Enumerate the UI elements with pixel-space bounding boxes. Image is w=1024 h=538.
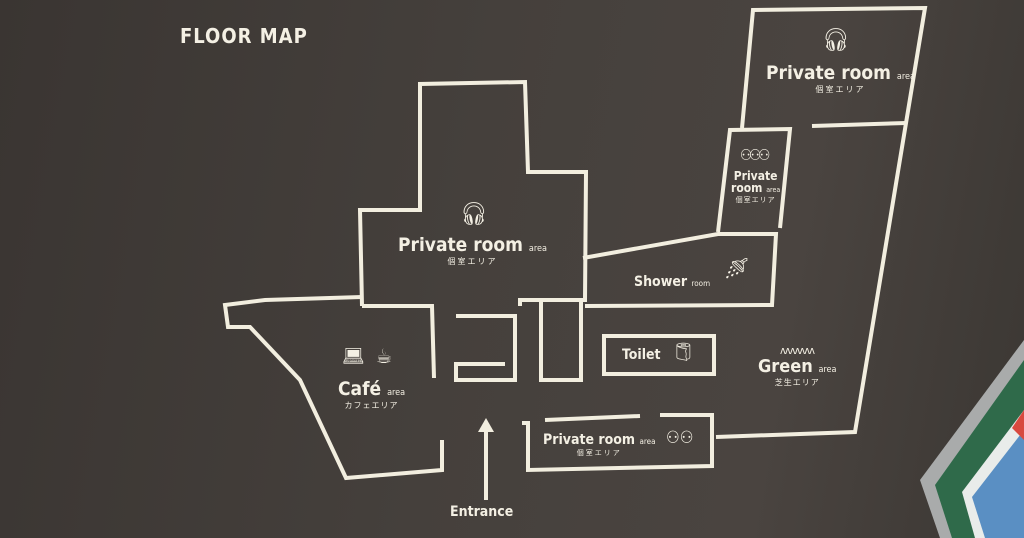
- wall-cafe: [222, 295, 444, 481]
- area-jp: 芝生エリア: [774, 378, 820, 387]
- wall-top-right-divider: [811, 121, 907, 128]
- area-jp: 個室エリア: [815, 85, 866, 94]
- area-jp: 個室エリア: [735, 196, 776, 204]
- page-title: FLOOR MAP: [180, 24, 308, 48]
- wall-corridor: [454, 314, 517, 382]
- area-label-private-bottom: Private room area 個室エリア: [543, 433, 655, 457]
- area-suffix: area: [528, 244, 547, 254]
- area-suffix: area: [387, 388, 406, 398]
- area-label-toilet: Toilet: [622, 347, 661, 363]
- laptop-icon: 💻︎: [342, 346, 365, 367]
- coffee-cup-icon: ☕︎: [376, 344, 393, 368]
- group-icon: ⚇⚇⚇: [740, 146, 770, 164]
- meeting-icon: ⚇⚇: [666, 428, 694, 448]
- wall-center-bottom: [362, 304, 436, 379]
- wall-shower: [582, 232, 779, 308]
- area-name: Shower: [634, 274, 688, 290]
- area-jp: 個室エリア: [447, 257, 498, 266]
- grass-icon: ʌʌʌʌʌʌʌ: [780, 344, 815, 357]
- headphones-icon: 🎧︎: [460, 202, 488, 227]
- wall-center-room: [357, 79, 589, 307]
- area-label-green: Green area 芝生エリア: [758, 358, 836, 387]
- area-name: Private room: [398, 234, 523, 256]
- wall-top-right: [715, 5, 928, 439]
- area-name: Private room: [543, 432, 636, 448]
- area-suffix: area: [818, 365, 837, 375]
- wall-small-room: [716, 126, 793, 233]
- area-jp: 個室エリア: [576, 449, 622, 457]
- entrance-label: Entrance: [450, 504, 514, 520]
- area-suffix: room: [691, 279, 711, 288]
- area-label-private-small: Private room area 個室エリア: [731, 170, 780, 204]
- area-name: Café: [338, 378, 382, 400]
- area-suffix: area: [896, 72, 915, 82]
- wall-toilet: [602, 334, 716, 376]
- area-suffix: area: [639, 437, 656, 446]
- area-name: Private room: [766, 62, 891, 84]
- shower-icon: 🚿︎: [724, 256, 750, 280]
- area-jp: カフェエリア: [344, 401, 399, 410]
- headphones-icon: 🎧︎: [822, 28, 850, 53]
- area-label-private-top-right: Private room area 個室エリア: [766, 64, 915, 94]
- area-label-cafe: Café area カフェエリア: [338, 380, 405, 410]
- area-label-private-center: Private room area 個室エリア: [398, 236, 547, 266]
- wall-bottom-room: [522, 413, 714, 473]
- area-name-2: room: [731, 181, 763, 195]
- wall-pillar: [539, 298, 583, 382]
- area-name: Green: [758, 356, 813, 377]
- area-name: Private: [733, 169, 778, 183]
- arrow-up-icon: [478, 418, 494, 432]
- notice-board: [920, 340, 1024, 538]
- toilet-paper-icon: 🧻︎: [672, 342, 695, 363]
- area-label-shower: Shower room: [634, 275, 710, 289]
- wall-bottom-room-top: [544, 414, 641, 422]
- area-suffix: area: [766, 186, 781, 194]
